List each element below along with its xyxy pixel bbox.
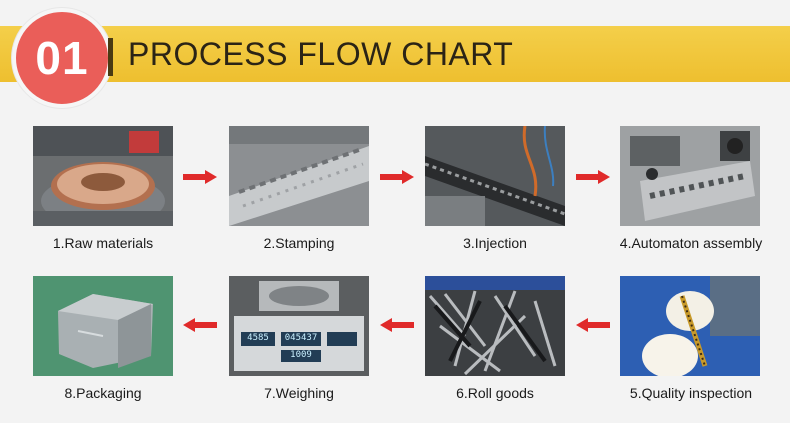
section-number-badge: 01 — [12, 8, 112, 108]
quality-inspection-photo — [620, 276, 760, 376]
step-caption-automaton-assembly: 4.Automaton assembly — [619, 235, 763, 251]
scale-count-readout: 1009 — [290, 350, 312, 360]
step-caption-quality-inspection: 5.Quality inspection — [629, 385, 753, 401]
right-arrow-icon — [380, 170, 414, 184]
left-arrow-icon — [380, 318, 414, 332]
roll-goods-photo — [425, 276, 565, 376]
step-caption-packaging: 8.Packaging — [64, 385, 142, 401]
injection-photo — [425, 126, 565, 226]
automaton-assembly-photo — [620, 126, 760, 226]
title-accent-bar — [108, 38, 113, 76]
page-title: PROCESS FLOW CHART — [128, 36, 514, 72]
left-arrow-icon — [576, 318, 610, 332]
step-caption-raw-materials: 1.Raw materials — [52, 235, 154, 251]
scale-total-readout: 045437 — [284, 333, 318, 343]
right-arrow-icon — [576, 170, 610, 184]
scale-weight-readout: 4585 — [247, 333, 269, 343]
header-band — [0, 26, 790, 82]
stamping-photo — [229, 126, 369, 226]
right-arrow-icon — [183, 170, 217, 184]
step-caption-stamping: 2.Stamping — [263, 235, 335, 251]
badge-number: 01 — [35, 32, 89, 84]
step-caption-injection: 3.Injection — [463, 235, 527, 251]
raw-materials-photo — [33, 126, 173, 226]
weighing-photo: 4585 045437 1009 — [229, 276, 369, 376]
step-caption-roll-goods: 6.Roll goods — [456, 385, 534, 401]
left-arrow-icon — [183, 318, 217, 332]
step-caption-weighing: 7.Weighing — [264, 385, 334, 401]
packaging-photo — [33, 276, 173, 376]
